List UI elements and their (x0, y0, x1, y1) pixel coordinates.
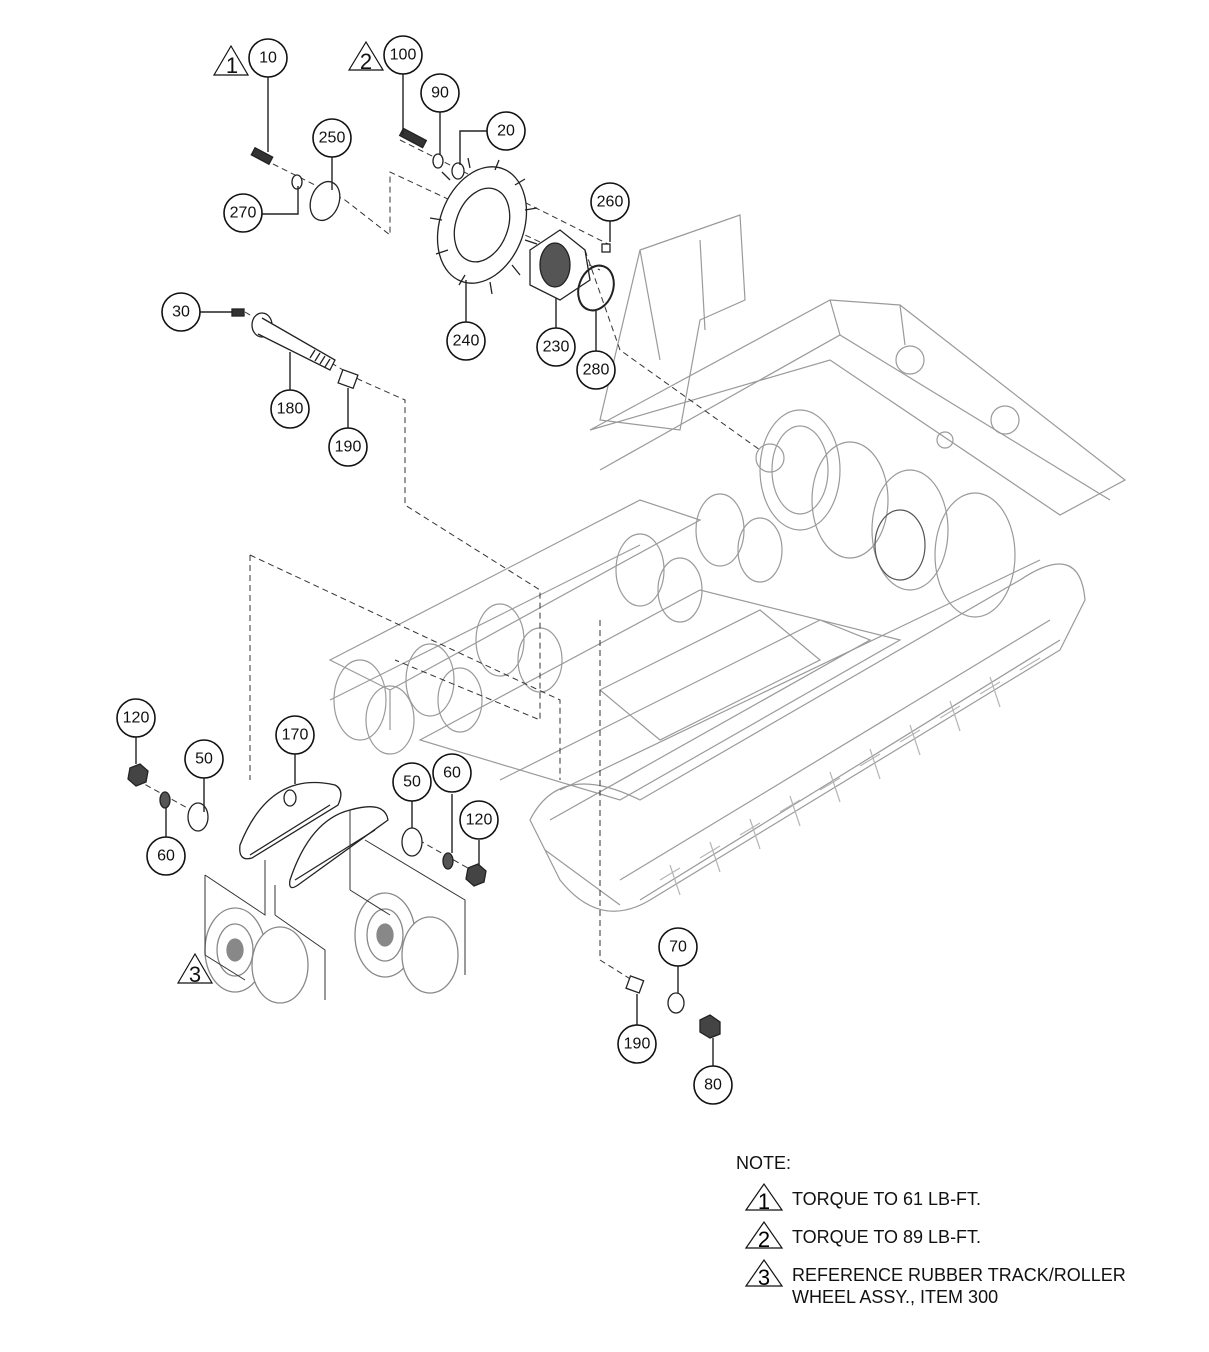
svg-text:190: 190 (624, 1036, 651, 1053)
callout-60-left[interactable]: 60 (146, 836, 186, 876)
o-ring-280 (577, 264, 615, 312)
callout-270[interactable]: 270 (223, 193, 263, 233)
washer-50-right (401, 827, 423, 857)
washer-270 (291, 174, 303, 190)
callout-50-right[interactable]: 50 (392, 762, 432, 802)
note-item: 2 TORQUE TO 89 LB-FT. (736, 1220, 1196, 1250)
svg-text:60: 60 (157, 848, 175, 865)
svg-text:260: 260 (597, 194, 624, 211)
bolt-10 (250, 146, 274, 166)
bolt-100 (398, 127, 428, 149)
undercarriage-frame (328, 214, 1127, 912)
svg-text:240: 240 (453, 333, 480, 350)
callout-70[interactable]: 70 (658, 927, 698, 967)
hub-230 (529, 229, 591, 301)
parts (127, 127, 721, 1039)
svg-text:100: 100 (390, 47, 417, 64)
leader-lines (135, 74, 714, 1066)
callout-240[interactable]: 240 (446, 321, 486, 361)
flag-notes: 1 2 3 (176, 40, 385, 987)
callout-280[interactable]: 280 (576, 350, 616, 390)
flag-1-icon: 1 (744, 1182, 784, 1212)
svg-text:2: 2 (360, 49, 372, 74)
flag-3-icon: 3 (744, 1258, 784, 1288)
callout-100[interactable]: 100 (383, 35, 423, 75)
svg-text:50: 50 (195, 751, 213, 768)
pin-180 (251, 312, 336, 371)
flag-2[interactable]: 2 (347, 40, 385, 74)
svg-text:80: 80 (704, 1077, 722, 1094)
sprocket-240 (429, 157, 538, 295)
nut-120-right (465, 863, 487, 887)
callout-260[interactable]: 260 (590, 182, 630, 222)
callout-80[interactable]: 80 (693, 1065, 733, 1105)
bushing-190-lower (625, 975, 645, 994)
lockwasher-60-right (442, 852, 454, 870)
callout-230[interactable]: 230 (536, 327, 576, 367)
svg-text:230: 230 (543, 339, 570, 356)
roller-wheel-right (354, 892, 459, 994)
svg-text:20: 20 (497, 123, 515, 140)
svg-text:10: 10 (259, 50, 277, 67)
callout-60-right[interactable]: 60 (432, 753, 472, 793)
svg-text:280: 280 (583, 362, 610, 379)
retainer-260 (601, 243, 611, 253)
washer-50-left (187, 802, 209, 832)
callout-120-right[interactable]: 120 (459, 800, 499, 840)
callout-120-left[interactable]: 120 (116, 698, 156, 738)
svg-text:3: 3 (189, 962, 201, 987)
callout-170[interactable]: 170 (275, 715, 315, 755)
svg-text:170: 170 (282, 727, 309, 744)
svg-text:2: 2 (758, 1227, 770, 1250)
svg-text:190: 190 (335, 439, 362, 456)
svg-text:120: 120 (466, 812, 493, 829)
washer-90 (432, 153, 444, 169)
svg-text:50: 50 (403, 774, 421, 791)
washer-70 (667, 992, 685, 1014)
flag-3[interactable]: 3 (176, 952, 214, 987)
svg-text:1: 1 (758, 1189, 770, 1212)
callout-180[interactable]: 180 (270, 389, 310, 429)
notes-block: NOTE: 1 TORQUE TO 61 LB-FT. 2 TORQUE TO … (736, 1152, 1196, 1322)
svg-text:250: 250 (319, 130, 346, 147)
callout-20[interactable]: 20 (486, 111, 526, 151)
callout-10[interactable]: 10 (248, 38, 288, 78)
callouts: 10 100 90 20 250 270 260 30 240 230 280 … (116, 35, 733, 1105)
note-item: 1 TORQUE TO 61 LB-FT. (736, 1182, 1196, 1212)
callout-190-upper[interactable]: 190 (328, 427, 368, 467)
flag-2-icon: 2 (744, 1220, 784, 1250)
plate-250 (309, 180, 341, 222)
lockwasher-60-left (159, 791, 171, 809)
note-item: 3 REFERENCE RUBBER TRACK/ROLLER WHEEL AS… (736, 1258, 1196, 1308)
note-text: REFERENCE RUBBER TRACK/ROLLER WHEEL ASSY… (792, 1265, 1126, 1307)
svg-text:3: 3 (758, 1265, 770, 1288)
svg-text:180: 180 (277, 401, 304, 418)
callout-190-lower[interactable]: 190 (617, 1024, 657, 1064)
svg-text:60: 60 (443, 765, 461, 782)
note-text: TORQUE TO 61 LB-FT. (792, 1189, 982, 1209)
nut-120-left (127, 763, 149, 787)
notes-title: NOTE: (736, 1153, 792, 1173)
bracket-170 (239, 781, 389, 889)
svg-text:1: 1 (226, 53, 238, 78)
svg-text:90: 90 (431, 85, 449, 102)
svg-text:120: 120 (123, 710, 150, 727)
roller-wheel-left (204, 907, 309, 1004)
svg-text:30: 30 (172, 304, 190, 321)
note-text: TORQUE TO 89 LB-FT. (792, 1227, 982, 1247)
washer-20 (451, 162, 465, 180)
callout-90[interactable]: 90 (420, 73, 460, 113)
nut-80 (699, 1014, 721, 1039)
svg-text:70: 70 (669, 939, 687, 956)
svg-text:270: 270 (230, 205, 257, 222)
callout-250[interactable]: 250 (312, 118, 352, 158)
grease-fitting-30 (231, 308, 245, 317)
bushing-190-upper (337, 368, 359, 390)
callout-30[interactable]: 30 (161, 292, 201, 332)
callout-50-left[interactable]: 50 (184, 739, 224, 779)
flag-1[interactable]: 1 (212, 44, 250, 78)
